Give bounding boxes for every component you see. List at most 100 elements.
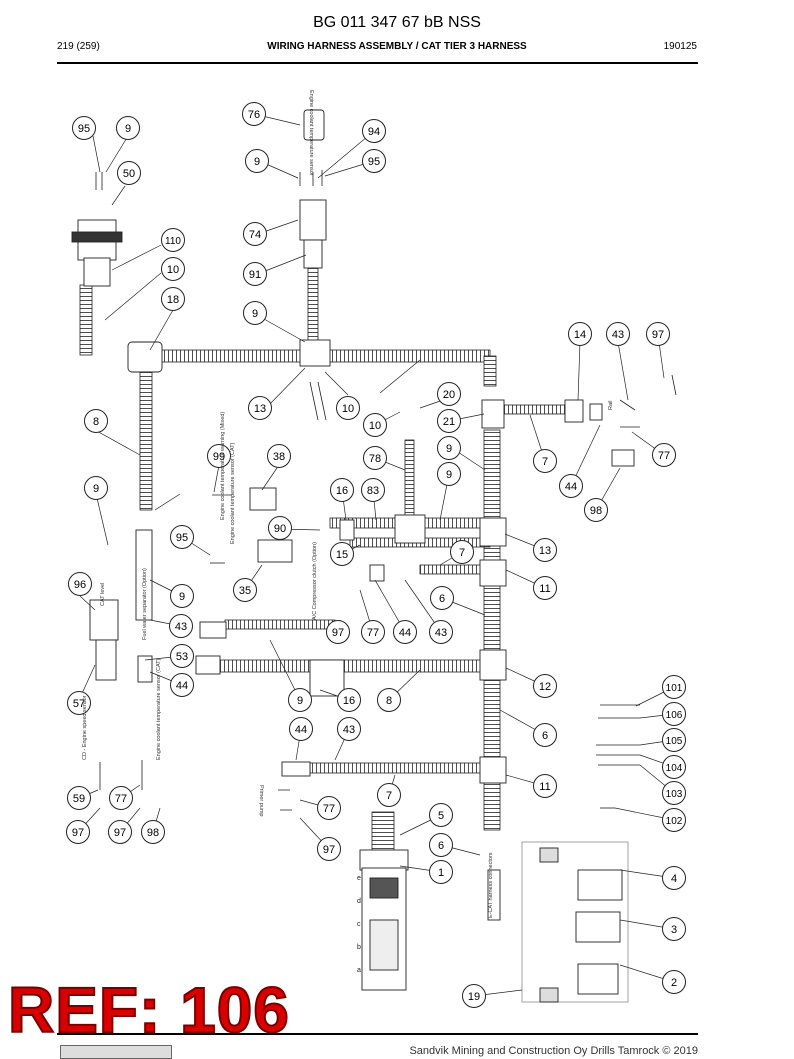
callout-label: 76 (248, 109, 260, 121)
callout-11: 11 (533, 576, 557, 600)
callout-13: 13 (248, 396, 272, 420)
pin-letter-b: b (357, 944, 361, 951)
callout-label: 99 (213, 451, 225, 463)
callout-44: 44 (559, 474, 583, 498)
callout-7: 7 (377, 783, 401, 807)
callout-label: 6 (439, 593, 445, 605)
callout-label: 77 (658, 450, 670, 462)
callout-12: 12 (533, 674, 557, 698)
callout-102: 102 (662, 808, 686, 832)
callout-label: 57 (73, 698, 85, 710)
callout-59: 59 (67, 786, 91, 810)
pin-letter-e: e (357, 875, 361, 882)
callout-label: 11 (539, 781, 550, 793)
callout-label: 6 (438, 840, 444, 852)
callout-10: 10 (336, 396, 360, 420)
callout-77: 77 (652, 443, 676, 467)
callout-44: 44 (170, 673, 194, 697)
callout-97: 97 (108, 820, 132, 844)
callout-label: 53 (176, 651, 188, 663)
callout-96: 96 (68, 572, 92, 596)
callout-label: 7 (542, 456, 548, 468)
callout-9: 9 (170, 584, 194, 608)
callout-label: 106 (666, 710, 683, 721)
engine-coolant-warning-label: Engine coolant temperature warning (Mixe… (220, 412, 226, 520)
callout-95: 95 (362, 149, 386, 173)
callout-14: 14 (568, 322, 592, 346)
callout-label: 18 (167, 294, 179, 306)
callout-8: 8 (377, 688, 401, 712)
callout-label: 95 (368, 156, 380, 168)
callout-38: 38 (267, 444, 291, 468)
callout-91: 91 (243, 262, 267, 286)
callout-110: 110 (161, 228, 185, 252)
callout-1: 1 (429, 860, 453, 884)
callout-15: 15 (330, 542, 354, 566)
qsm-label: CD - Engine speed sensor (82, 695, 88, 760)
bottom-harness-label: E-CAT harness connectors (488, 852, 494, 918)
callout-95: 95 (170, 525, 194, 549)
callout-83: 83 (361, 478, 385, 502)
ac-compressor-label: A/C Compressor clutch (Option) (312, 542, 318, 620)
callout-label: 96 (74, 579, 86, 591)
footer-copyright: Sandvik Mining and Construction Oy Drill… (409, 1045, 698, 1057)
callout-4: 4 (662, 866, 686, 890)
callout-6: 6 (429, 833, 453, 857)
callout-label: 98 (147, 827, 159, 839)
callout-9: 9 (437, 436, 461, 460)
callout-label: 9 (297, 695, 303, 707)
callout-label: 102 (666, 816, 683, 827)
cat-level-label: CAT level (100, 583, 106, 606)
callout-label: 95 (176, 532, 188, 544)
callout-9: 9 (288, 688, 312, 712)
callout-16: 16 (337, 688, 361, 712)
callout-95: 95 (72, 116, 96, 140)
callout-53: 53 (170, 644, 194, 668)
callout-label: 91 (249, 269, 261, 281)
callout-57: 57 (67, 691, 91, 715)
callout-label: 43 (612, 329, 624, 341)
pump-label: Primer pump (258, 785, 264, 816)
callout-label: 59 (73, 793, 85, 805)
callout-94: 94 (362, 119, 386, 143)
callout-77: 77 (361, 620, 385, 644)
callout-label: 43 (175, 621, 187, 633)
callout-43: 43 (337, 717, 361, 741)
callout-label: 95 (78, 123, 90, 135)
callout-label: 10 (342, 403, 354, 415)
callout-16: 16 (330, 478, 354, 502)
callout-90: 90 (268, 516, 292, 540)
callout-11: 11 (533, 774, 557, 798)
callout-label: 44 (399, 627, 411, 639)
pin-letter-c: c (357, 921, 361, 928)
callout-5: 5 (429, 803, 453, 827)
callout-2: 2 (662, 970, 686, 994)
callout-35: 35 (233, 578, 257, 602)
callout-label: 9 (179, 591, 185, 603)
callout-7: 7 (533, 449, 557, 473)
callout-label: 10 (167, 264, 179, 276)
callout-7: 7 (450, 540, 474, 564)
callout-label: 4 (671, 873, 677, 885)
callout-43: 43 (606, 322, 630, 346)
callout-6: 6 (430, 586, 454, 610)
callout-label: 7 (459, 547, 465, 559)
callout-97: 97 (66, 820, 90, 844)
callout-9: 9 (84, 476, 108, 500)
callout-78: 78 (363, 446, 387, 470)
section-title: WIRING HARNESS ASSEMBLY / CAT TIER 3 HAR… (267, 41, 527, 52)
callout-label: 98 (590, 505, 602, 517)
callout-label: 1 (438, 867, 444, 879)
callout-label: 105 (666, 736, 683, 747)
callout-44: 44 (289, 717, 313, 741)
callout-label: 44 (565, 481, 577, 493)
callout-label: 11 (539, 583, 550, 595)
callout-label: 77 (367, 627, 379, 639)
callout-9: 9 (437, 462, 461, 486)
callout-label: 110 (165, 236, 181, 247)
callout-label: 9 (446, 469, 452, 481)
callout-77: 77 (109, 786, 133, 810)
callout-label: 14 (574, 329, 586, 341)
